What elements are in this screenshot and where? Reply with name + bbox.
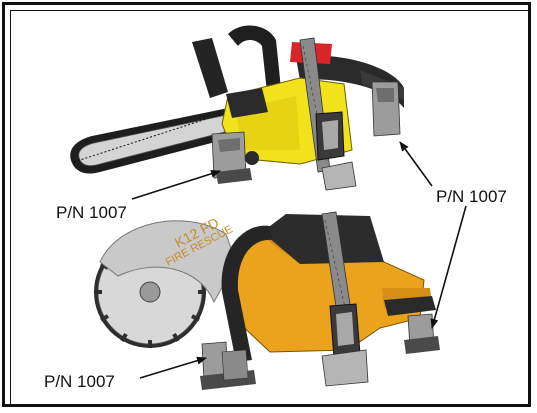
- part-number-callout-cutoff-saw: P/N 1007: [44, 372, 115, 391]
- cutoff-saw: K12 FD FIRE RESCUE: [94, 211, 440, 390]
- arrow-callout-1: [131, 169, 221, 200]
- part-number-callout-chainsaw: P/N 1007: [56, 203, 127, 222]
- chainsaw-rear-handle: [296, 55, 404, 108]
- chainsaw-mount-left: [211, 131, 252, 184]
- part-number-callout-right: P/N 1007: [436, 187, 507, 206]
- arrow-callout-3: [139, 356, 207, 379]
- cutoff-saw-front-handle: [221, 225, 272, 362]
- cutoff-saw-mount-right: [404, 313, 440, 354]
- cutoff-saw-mount-left: [200, 341, 256, 390]
- chainsaw: [70, 25, 404, 191]
- cutoff-saw-housing: [262, 214, 384, 264]
- arrow-callout-2b: [430, 205, 467, 329]
- chainsaw-mount-right: [371, 81, 401, 137]
- arrow-callout-2a: [399, 141, 433, 187]
- chainsaw-hand-guard: [192, 38, 228, 98]
- leader-arrows: [131, 141, 467, 379]
